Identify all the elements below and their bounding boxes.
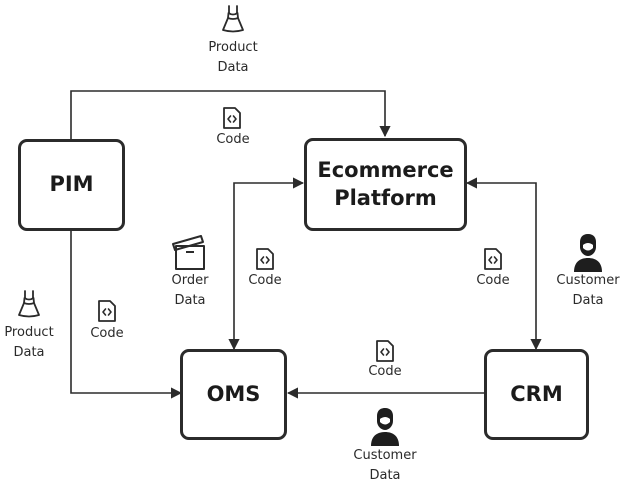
customer-data-label-bottom: Customer Data: [353, 446, 416, 486]
product-data-label-top-line2: Data: [217, 60, 249, 75]
person-icon: [371, 408, 399, 446]
code-file-icon: [223, 107, 241, 129]
arrow-pim-to-ecommerce: [70, 90, 391, 140]
ecommerce-node-label-line1: Ecommerce: [317, 158, 454, 183]
product-data-label-left: Product Data: [4, 323, 53, 363]
customer-data-label-right-line1: Customer: [556, 273, 620, 288]
code-label-ecom-crm: Code: [476, 273, 510, 288]
pim-node-label: PIM: [49, 172, 94, 197]
code-file-icon: [256, 248, 274, 270]
person-icon: [574, 234, 602, 272]
ecommerce-node-label-line2: Platform: [334, 185, 437, 210]
arrow-ecommerce-oms: [228, 177, 305, 351]
pim-node[interactable]: PIM: [18, 139, 125, 231]
customer-data-label-bottom-line1: Customer: [353, 448, 417, 463]
code-label-crm-oms: Code: [368, 364, 402, 379]
customer-data-label-right: Customer Data: [556, 271, 619, 311]
product-data-label-top-line1: Product: [208, 40, 258, 55]
code-label-top: Code: [216, 132, 250, 147]
order-data-label-line1: Order: [171, 273, 209, 288]
order-data-label-line2: Data: [174, 293, 206, 308]
dress-icon: [18, 290, 40, 318]
customer-data-label-bottom-line2: Data: [369, 468, 401, 483]
ecommerce-platform-node[interactable]: Ecommerce Platform: [304, 138, 467, 231]
customer-data-label-right-line2: Data: [572, 293, 604, 308]
crm-node[interactable]: CRM: [484, 349, 589, 440]
code-label-left: Code: [90, 326, 124, 341]
code-label-ecom-oms: Code: [248, 273, 282, 288]
order-data-label: Order Data: [172, 271, 209, 311]
product-data-label-left-line1: Product: [4, 325, 54, 340]
oms-node[interactable]: OMS: [180, 349, 287, 440]
code-file-icon: [484, 248, 502, 270]
crm-node-label: CRM: [510, 381, 563, 406]
code-file-icon: [376, 340, 394, 362]
product-data-label-top: Product Data: [208, 38, 257, 78]
arrow-ecommerce-crm: [465, 177, 542, 351]
oms-node-label: OMS: [206, 381, 261, 406]
product-data-label-left-line2: Data: [13, 345, 45, 360]
open-box-icon: [172, 235, 205, 270]
code-file-icon: [98, 300, 116, 322]
arrow-pim-to-oms: [70, 230, 183, 399]
dress-icon: [222, 5, 244, 33]
